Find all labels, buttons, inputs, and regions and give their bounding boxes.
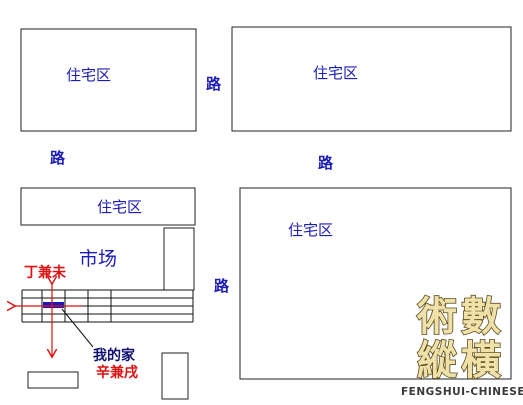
logo-subtitle: FENGSHUI-CHINESE <box>401 386 523 398</box>
residential-block-bottom-right <box>239 187 512 380</box>
residential-block-top-right <box>231 26 512 132</box>
direction-label-xin-jian-xu: 辛兼戌 <box>96 364 138 381</box>
home-marker <box>43 302 64 308</box>
road-label-horizontal-center: 路 <box>318 154 334 172</box>
home-pointer-line <box>61 308 94 348</box>
residential-label-top-right: 住宅区 <box>313 64 358 82</box>
home-label: 我的家 <box>93 347 136 364</box>
direction-label-ding-jian-wei: 丁兼未 <box>24 264 67 281</box>
residential-label-bottom-right: 住宅区 <box>288 221 333 239</box>
logo-char-4: 橫 <box>461 337 501 384</box>
residential-block-mid-left <box>20 187 196 226</box>
road-label-horizontal-left: 路 <box>50 149 66 167</box>
road-label-vertical-lower: 路 <box>214 277 230 295</box>
building-low-bottom <box>27 371 79 389</box>
logo-char-3: 縱 <box>417 337 457 384</box>
fengshui-logo-watermark: 術 數 縱 橫 FENGSHUI-CHINESE <box>401 292 523 398</box>
building-small-bottom <box>161 352 189 400</box>
road-label-vertical-upper: 路 <box>206 75 222 93</box>
residential-label-mid-left: 住宅区 <box>97 198 142 216</box>
logo-char-2: 數 <box>461 293 501 340</box>
residential-block-top-left <box>20 28 197 132</box>
logo-char-1: 術 <box>416 293 457 340</box>
residential-label-top-left: 住宅区 <box>66 66 111 84</box>
market-label: 市场 <box>79 248 117 270</box>
building-market-side <box>163 227 195 291</box>
